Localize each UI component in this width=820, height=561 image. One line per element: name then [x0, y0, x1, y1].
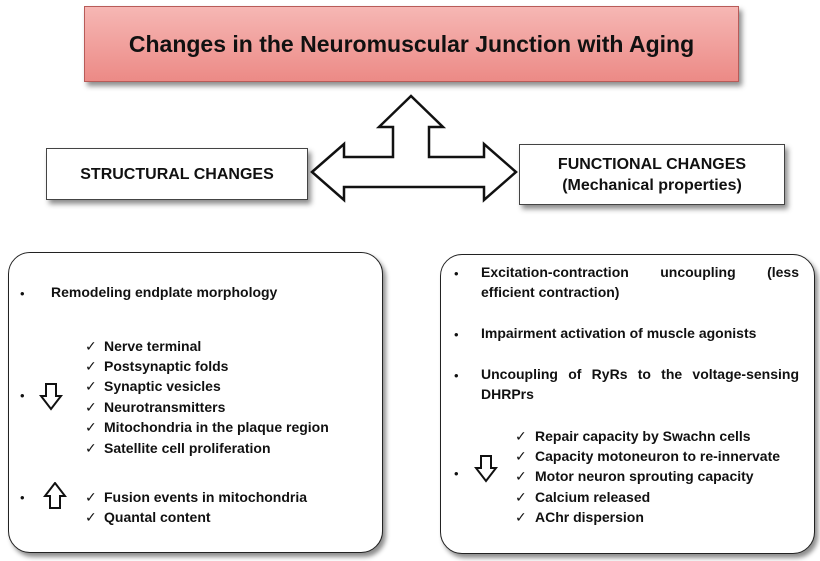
title-box: Changes in the Neuromuscular Junction wi…	[84, 6, 739, 82]
bullet-icon: •	[20, 286, 25, 301]
bullet-icon: •	[454, 327, 459, 342]
functional-bullet-1-line1: Excitation-contraction uncoupling (less	[481, 264, 799, 280]
structural-changes-box: STRUCTURAL CHANGES	[46, 148, 308, 200]
check-icon: ✓	[85, 358, 97, 374]
check-icon: ✓	[85, 509, 97, 525]
check-icon: ✓	[85, 338, 97, 354]
functional-bullet-2: Impairment activation of muscle agonists	[481, 325, 757, 341]
list-item: Calcium released	[535, 489, 651, 505]
list-item: Motor neuron sprouting capacity	[535, 468, 754, 484]
functional-panel	[440, 254, 815, 554]
down-arrow-icon	[39, 383, 63, 411]
functional-bullet-3-line2: DHRPrs	[481, 386, 534, 402]
list-item: Quantal content	[104, 509, 211, 525]
structural-heading: STRUCTURAL CHANGES	[80, 165, 274, 183]
bullet-icon: •	[20, 388, 25, 403]
functional-changes-box: FUNCTIONAL CHANGES (Mechanical propertie…	[519, 144, 785, 205]
functional-bullet-3-line1: Uncoupling of RyRs to the voltage-sensin…	[481, 366, 799, 382]
list-item: AChr dispersion	[535, 509, 644, 525]
up-arrow-icon	[43, 482, 67, 509]
list-item: Nerve terminal	[104, 338, 202, 354]
check-icon: ✓	[515, 489, 527, 505]
check-icon: ✓	[515, 509, 527, 525]
functional-bullet-1-line2: efficient contraction)	[481, 284, 620, 300]
functional-heading-line1: FUNCTIONAL CHANGES	[557, 155, 747, 173]
check-icon: ✓	[515, 428, 527, 444]
bullet-icon: •	[454, 266, 459, 281]
page-title: Changes in the Neuromuscular Junction wi…	[128, 30, 695, 57]
list-item: Fusion events in mitochondria	[104, 489, 308, 505]
structural-panel	[8, 252, 383, 553]
check-icon: ✓	[85, 399, 97, 415]
list-item: Neurotransmitters	[104, 399, 226, 415]
bullet-icon: •	[20, 490, 25, 505]
check-icon: ✓	[85, 419, 97, 435]
functional-heading-line2: (Mechanical properties)	[562, 176, 742, 194]
list-item: Capacity motoneuron to re-innervate	[535, 448, 781, 464]
list-item: Synaptic vesicles	[104, 378, 221, 394]
bullet-icon: •	[454, 368, 459, 383]
list-item: Satellite cell proliferation	[104, 440, 271, 456]
check-icon: ✓	[85, 489, 97, 505]
check-icon: ✓	[85, 440, 97, 456]
check-icon: ✓	[85, 378, 97, 394]
list-item: Mitochondria in the plaque region	[104, 419, 329, 435]
remodeling-bullet: Remodeling endplate morphology	[51, 284, 278, 300]
list-item: Postsynaptic folds	[104, 358, 229, 374]
down-arrow-icon	[474, 455, 498, 483]
bullet-icon: •	[454, 466, 459, 481]
check-icon: ✓	[515, 468, 527, 484]
list-item: Repair capacity by Swachn cells	[535, 428, 751, 444]
check-icon: ✓	[515, 448, 527, 464]
